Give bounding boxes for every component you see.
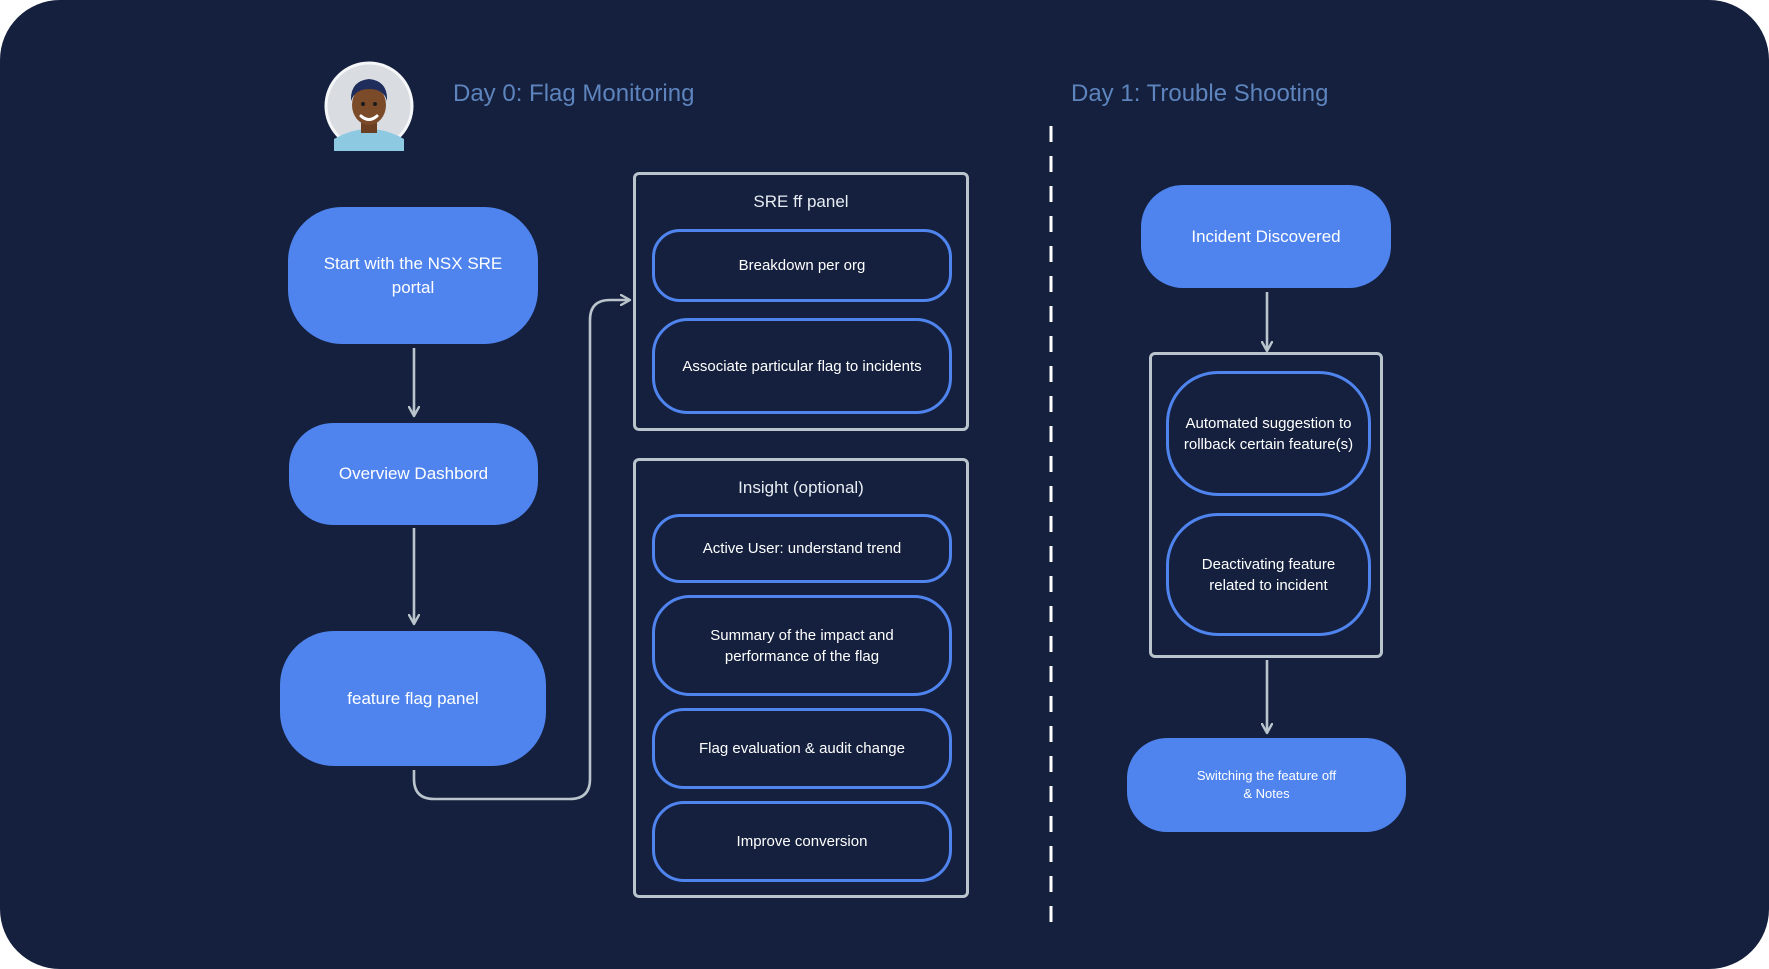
incident-discovered-label: Incident Discovered [1191,226,1341,246]
overview-dashboard-node[interactable]: Overview Dashbord [289,423,538,525]
action-item-label: Automated suggestion to rollback certain… [1183,414,1354,453]
day1-heading: Day 1: Trouble Shooting [1071,80,1329,107]
start-step-label: Start with the NSX SRE portal [323,253,503,297]
insight-item-label: Summary of the impact and performance of… [710,626,894,665]
insight-panel-title: Insight (optional) [738,478,864,497]
sre-ff-panel: SRE ff panel Breakdown per org Associate… [633,172,969,431]
insight-item-improve-conversion[interactable]: Improve conversion [652,801,952,882]
sre-panel-title: SRE ff panel [753,192,849,211]
troubleshooting-actions-panel: Automated suggestion to rollback certain… [1149,352,1383,658]
action-item-deactivate-feature[interactable]: Deactivating feature related to incident [1166,513,1371,636]
incident-discovered-node[interactable]: Incident Discovered [1141,185,1391,288]
insight-item-active-user[interactable]: Active User: understand trend [652,514,952,583]
person-avatar-icon [324,61,414,151]
insight-panel: Insight (optional) Active User: understa… [633,458,969,898]
arrow-feature-panel-to-sre-panel [412,300,630,801]
feature-flag-panel-node[interactable]: feature flag panel [280,631,546,766]
start-step-node[interactable]: Start with the NSX SRE portal [288,207,538,344]
sre-item-label: Associate particular flag to incidents [682,357,922,375]
sre-item-breakdown[interactable]: Breakdown per org [652,229,952,302]
switching-feature-off-label: Switching the feature off & Notes [1196,768,1337,801]
insight-item-flag-evaluation[interactable]: Flag evaluation & audit change [652,708,952,789]
switching-feature-off-node[interactable]: Switching the feature off & Notes [1127,738,1406,832]
insight-item-label: Flag evaluation & audit change [699,740,905,757]
insight-item-summary[interactable]: Summary of the impact and performance of… [652,595,952,696]
action-item-label: Deactivating feature related to incident [1201,555,1336,594]
day0-heading: Day 0: Flag Monitoring [453,80,695,107]
overview-dashboard-label: Overview Dashbord [338,464,489,483]
insight-item-label: Improve conversion [736,833,868,850]
insight-item-label: Active User: understand trend [702,540,902,557]
sre-item-associate[interactable]: Associate particular flag to incidents [652,318,952,414]
feature-flag-panel-label: feature flag panel [347,688,479,708]
sre-item-label: Breakdown per org [738,257,866,274]
action-item-rollback-suggestion[interactable]: Automated suggestion to rollback certain… [1166,371,1371,496]
